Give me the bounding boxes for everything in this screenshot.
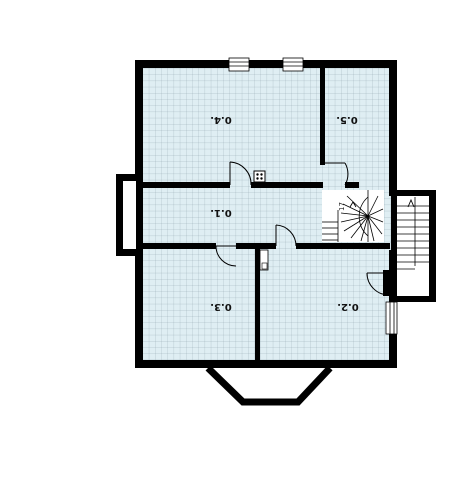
interior-stair bbox=[322, 190, 384, 242]
stair-step-count: 17 bbox=[338, 202, 346, 211]
west-bay bbox=[116, 174, 138, 256]
room-label-0-2: 0.2. bbox=[337, 301, 359, 312]
south-bay bbox=[205, 365, 333, 406]
room-label-0-4: 0.4. bbox=[210, 114, 232, 125]
exterior-stair bbox=[391, 190, 436, 302]
interior-walls bbox=[140, 64, 391, 364]
room-label-0-1: 0.1. bbox=[210, 207, 232, 218]
fixtures bbox=[253, 170, 269, 271]
room-label-0-5: 0.5. bbox=[336, 114, 358, 125]
windows bbox=[228, 57, 398, 335]
doors bbox=[215, 161, 390, 296]
room-label-0-3: 0.3. bbox=[210, 301, 232, 312]
